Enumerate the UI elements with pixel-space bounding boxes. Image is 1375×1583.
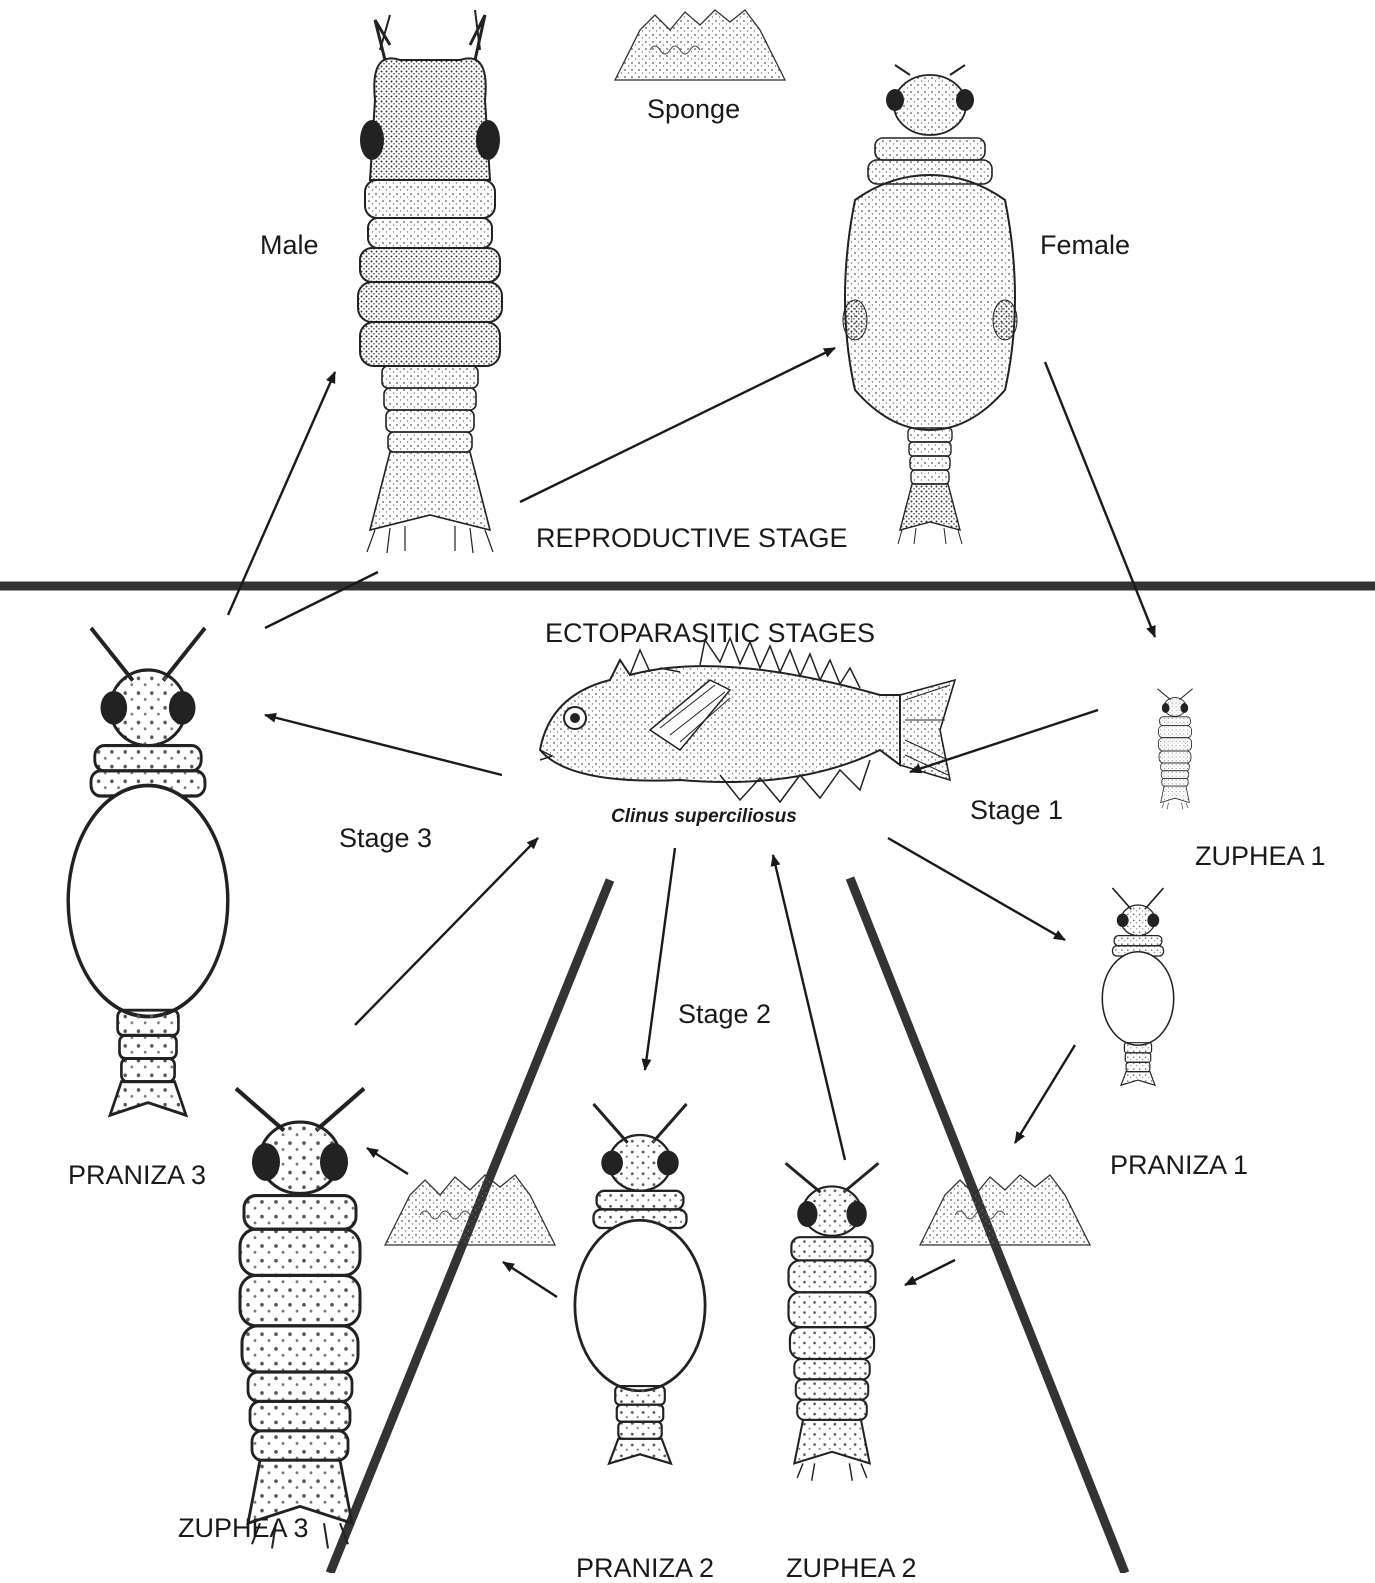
zuphea2-label: ZUPHEA 2 bbox=[786, 1553, 917, 1583]
praniza2-label: PRANIZA 2 bbox=[576, 1553, 715, 1583]
arrow-zuphea3-to-fish bbox=[354, 837, 539, 1026]
sponge-right-illustration bbox=[919, 1174, 1091, 1246]
male-illustration bbox=[357, 9, 503, 554]
arrow-female-to-zuphea1 bbox=[1043, 361, 1157, 638]
ectoparasitic-stages-label: ECTOPARASITIC STAGES bbox=[545, 618, 876, 648]
arrow-fish-to-praniza3 bbox=[264, 712, 503, 777]
sponge-label: Sponge bbox=[647, 94, 741, 124]
arrow-zuphea1-to-fish bbox=[909, 708, 1099, 774]
zuphea1-illustration bbox=[1156, 688, 1194, 810]
arrow-repro-line bbox=[264, 570, 379, 630]
zuphea1-label: ZUPHEA 1 bbox=[1195, 841, 1326, 871]
zuphea2-illustration bbox=[784, 1161, 880, 1483]
arrow-sponge-to-zuphea3 bbox=[366, 1146, 409, 1176]
stage2-label: Stage 2 bbox=[678, 999, 772, 1029]
reproductive-stage-label: REPRODUCTIVE STAGE bbox=[536, 523, 848, 553]
praniza3-label: PRANIZA 3 bbox=[68, 1160, 207, 1190]
praniza3-illustration bbox=[68, 628, 228, 1115]
arrow-praniza1-to-sponge bbox=[1013, 1044, 1077, 1144]
praniza2-illustration bbox=[573, 1102, 707, 1466]
praniza1-label: PRANIZA 1 bbox=[1110, 1150, 1249, 1180]
male-label: Male bbox=[260, 230, 319, 260]
stage3-label: Stage 3 bbox=[339, 823, 433, 853]
sponge-left-illustration bbox=[384, 1174, 556, 1246]
stage1-label: Stage 1 bbox=[970, 795, 1064, 825]
arrow-male-to-female bbox=[519, 346, 836, 504]
arrow-zuphea2-to-fish bbox=[770, 854, 847, 1161]
sponge-top-illustration bbox=[614, 9, 786, 81]
host-species-label: Clinus superciliosus bbox=[611, 806, 797, 827]
arrow-praniza2-to-sponge bbox=[502, 1260, 558, 1299]
female-illustration bbox=[842, 64, 1018, 545]
female-label: Female bbox=[1040, 230, 1131, 260]
arrow-fish-to-praniza2 bbox=[641, 847, 677, 1071]
arrow-sponge-to-zuphea2 bbox=[904, 1258, 956, 1287]
praniza1-illustration bbox=[1101, 887, 1175, 1087]
fish-host-illustration bbox=[538, 635, 957, 804]
arrow-praniza3-to-male bbox=[226, 371, 337, 616]
zuphea3-illustration bbox=[236, 1089, 364, 1549]
arrow-fish-to-praniza1 bbox=[887, 836, 1066, 942]
zuphea3-label: ZUPHEA 3 bbox=[178, 1513, 309, 1543]
